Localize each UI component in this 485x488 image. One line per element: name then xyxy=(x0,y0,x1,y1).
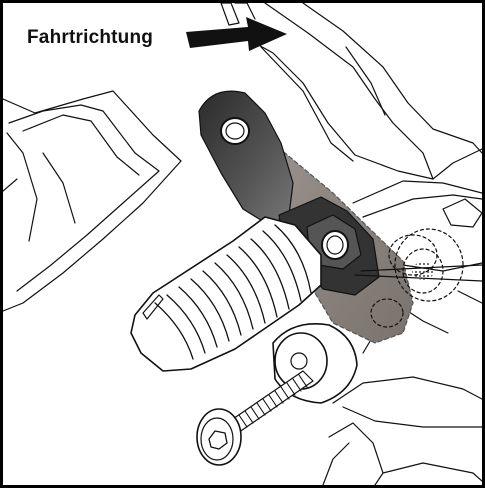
footpeg-grooves xyxy=(154,224,312,360)
bolt-hole-marking xyxy=(354,262,482,282)
footpeg-illustration xyxy=(3,3,482,485)
footpeg-arm xyxy=(198,90,294,226)
frame-panel-left xyxy=(3,90,182,312)
mounting-bolt xyxy=(196,370,314,466)
pivot-outline xyxy=(370,228,464,328)
footpeg-rubber xyxy=(130,216,322,372)
arrow-right-icon xyxy=(186,17,287,51)
direction-label: Fahrtrichtung xyxy=(27,27,154,48)
frame-panel-upper xyxy=(220,3,482,180)
